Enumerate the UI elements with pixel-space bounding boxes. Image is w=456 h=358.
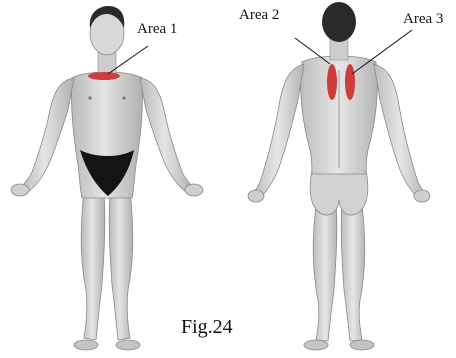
front-nipple-right [122, 96, 125, 99]
area-1-label: Area 1 [137, 21, 177, 38]
front-left-hand [11, 184, 29, 196]
back-view-figure [248, 2, 430, 350]
front-left-arm [20, 78, 74, 192]
area-1-marker [88, 72, 120, 80]
figure-caption: Fig.24 [181, 316, 233, 339]
front-left-foot [74, 340, 98, 350]
back-right-foot [350, 340, 374, 350]
front-right-hand [185, 184, 203, 196]
back-left-foot [304, 340, 328, 350]
back-right-leg [341, 205, 365, 341]
front-view-figure [11, 6, 203, 350]
front-nipple-left [88, 96, 91, 99]
back-left-arm [252, 64, 304, 198]
back-head [322, 2, 356, 42]
back-right-hand [414, 190, 430, 202]
front-right-foot [116, 340, 140, 350]
front-left-leg [81, 190, 105, 340]
area-2-marker [327, 64, 337, 100]
back-buttocks [310, 170, 368, 215]
front-right-arm [140, 78, 194, 192]
area-3-label: Area 3 [403, 11, 443, 28]
back-right-arm [374, 64, 426, 198]
front-right-leg [109, 190, 133, 340]
area-2-label: Area 2 [239, 7, 279, 24]
back-left-hand [248, 190, 264, 202]
area-3-marker [345, 64, 355, 100]
back-left-leg [313, 205, 337, 341]
